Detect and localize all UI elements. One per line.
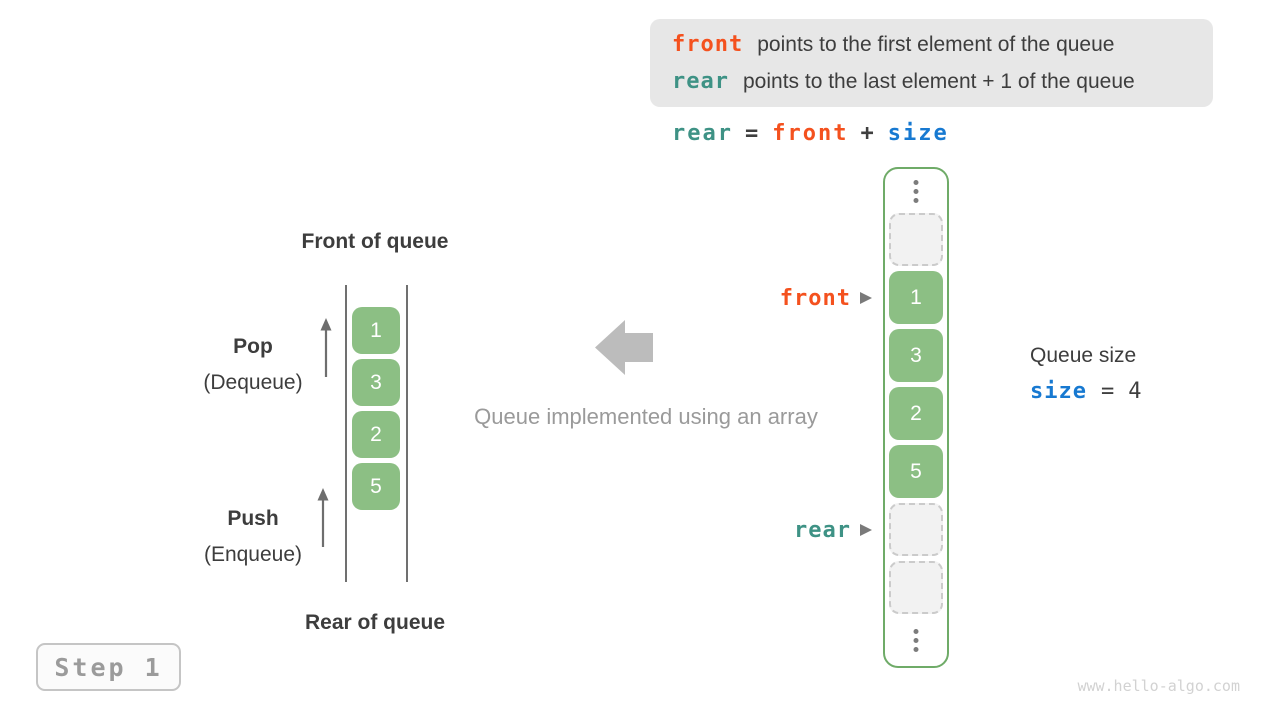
pointer-rear: rear	[640, 516, 872, 544]
array-cell-empty	[889, 213, 943, 266]
dot	[913, 180, 919, 185]
ellipsis-dots-icon	[913, 629, 919, 652]
array-cell-empty	[889, 503, 943, 556]
formula-token-=: =	[744, 121, 761, 146]
array-cell-filled: 1	[889, 271, 943, 324]
queue-box: 3	[352, 359, 400, 406]
left-block-arrow-icon	[595, 320, 653, 375]
size-equals: =	[1100, 379, 1115, 404]
queue-channel-left-line	[345, 285, 347, 582]
array-cell-empty	[889, 561, 943, 614]
formula-token-rear: rear	[672, 121, 733, 146]
rear-of-queue-label: Rear of queue	[304, 611, 446, 634]
front-of-queue-label: Front of queue	[301, 230, 449, 253]
pop-label: Pop	[233, 335, 273, 358]
formula: rear = front + size	[672, 121, 949, 146]
queue-box: 1	[352, 307, 400, 354]
dot	[913, 189, 919, 194]
dot	[913, 638, 919, 643]
pointer-arrow-icon	[860, 292, 872, 304]
watermark: www.hello-algo.com	[1077, 677, 1240, 695]
info-line: front points to the first element of the …	[672, 26, 1213, 63]
array-cell-filled: 5	[889, 445, 943, 498]
pointer-front: front	[640, 284, 872, 312]
pointer-label-text: rear	[794, 517, 851, 543]
formula-token-front: front	[772, 121, 849, 146]
step-badge-label: Step 1	[54, 652, 163, 682]
enqueue-label: (Enqueue)	[203, 543, 303, 566]
push-label: Push	[227, 507, 279, 530]
formula-token-size: size	[887, 121, 949, 146]
queue-box: 2	[352, 411, 400, 458]
array-cell-filled: 3	[889, 329, 943, 382]
queue-size-title: Queue size	[1030, 344, 1137, 367]
array-cell-filled: 2	[889, 387, 943, 440]
pop-up-arrow-icon	[320, 318, 332, 377]
size-keyword: size	[1030, 379, 1087, 404]
size-value: 4	[1128, 379, 1142, 404]
ellipsis-dots-icon	[913, 180, 919, 203]
info-line: rear points to the last element + 1 of th…	[672, 63, 1213, 100]
push-up-arrow-icon	[317, 488, 329, 547]
queue-size-line: size = 4	[1030, 379, 1141, 404]
left-queue-boxes: 1 3 2 5	[352, 307, 400, 517]
info-box: front points to the first element of the …	[650, 19, 1213, 107]
queue-box: 5	[352, 463, 400, 510]
queue-channel-right-line	[406, 285, 408, 582]
keyword-rear: rear	[672, 69, 729, 94]
formula-token-+: +	[860, 121, 876, 146]
dot	[913, 647, 919, 652]
dot	[913, 629, 919, 634]
pointer-arrow-icon	[860, 524, 872, 536]
step-badge: Step 1	[36, 643, 181, 691]
keyword-front: front	[672, 32, 744, 57]
pointer-label-text: front	[779, 285, 851, 311]
dequeue-label: (Dequeue)	[203, 371, 303, 394]
center-caption: Queue implemented using an array	[474, 404, 818, 429]
info-line-text: points to the first element of the queue	[757, 32, 1115, 56]
dot	[913, 198, 919, 203]
info-line-text: points to the last element + 1 of the qu…	[742, 69, 1135, 93]
